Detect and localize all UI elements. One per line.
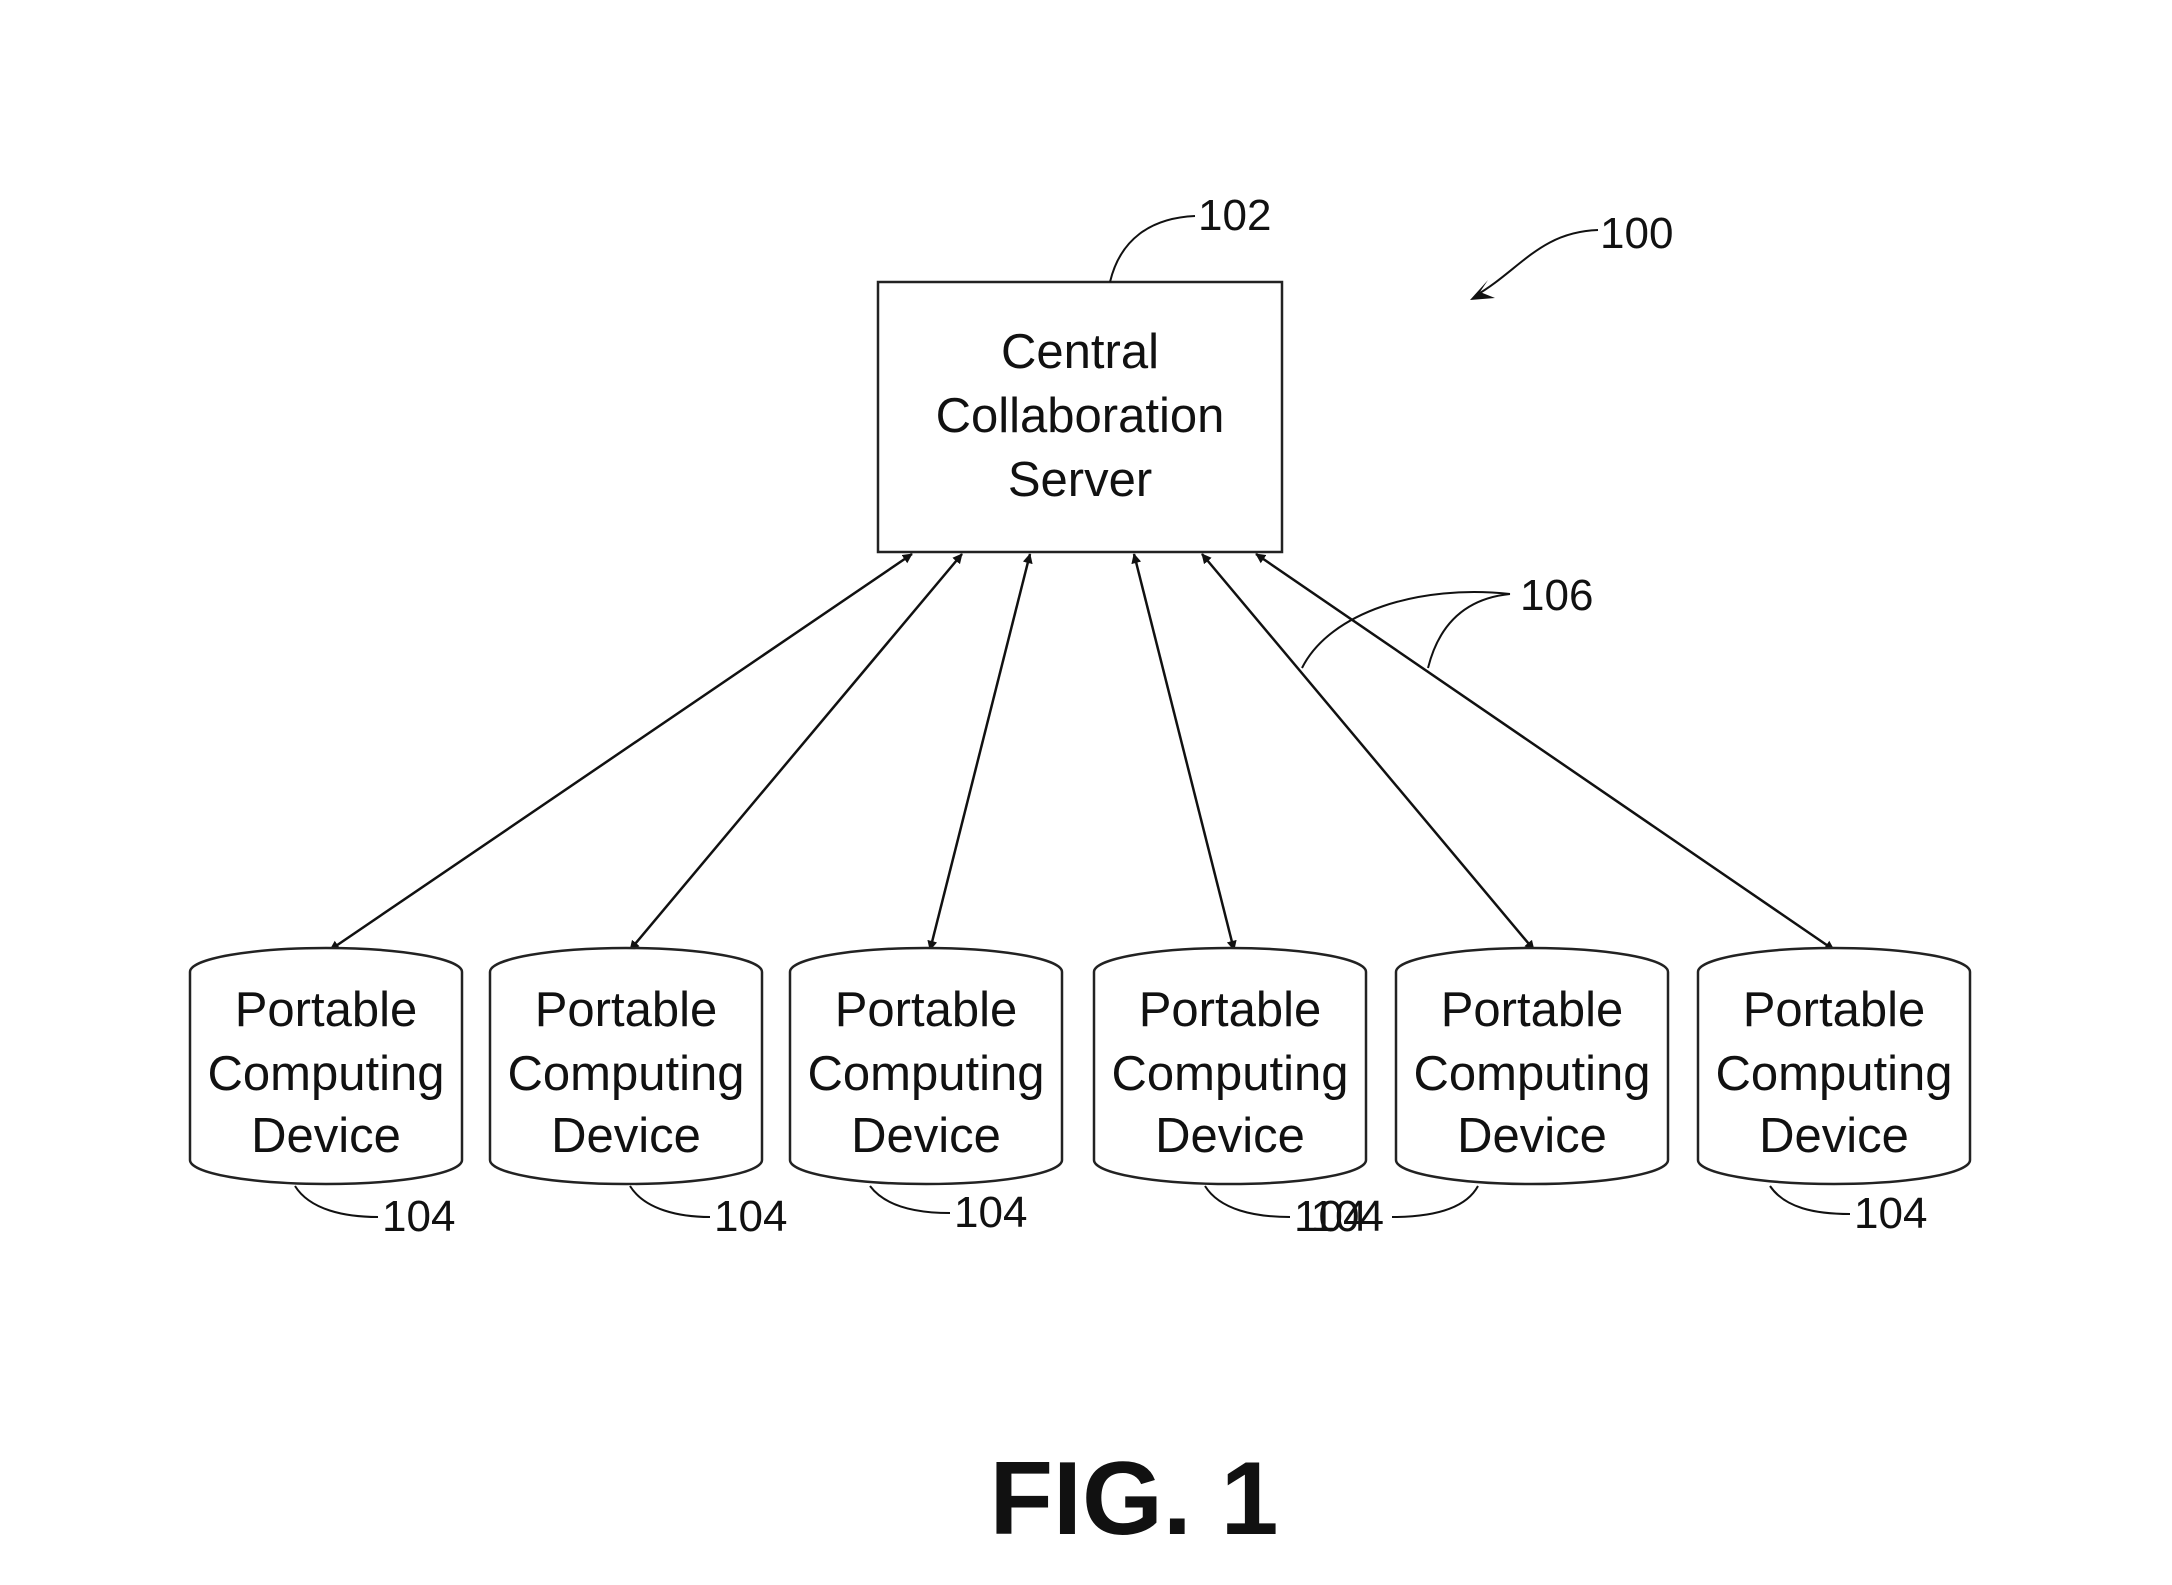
- connection-ref-leader-2: [1428, 594, 1510, 668]
- device-label-line-2: Computing: [508, 1047, 745, 1101]
- device-6: Portable Computing Device 104: [1698, 948, 1970, 1238]
- system-ref-number: 100: [1600, 209, 1673, 258]
- device-label-line-3: Device: [1759, 1109, 1909, 1163]
- connection-line-1: [330, 554, 912, 950]
- connections: [330, 554, 1834, 950]
- device-label-line-1: Portable: [835, 983, 1018, 1037]
- device-ref-leader: [870, 1186, 950, 1213]
- figure-caption: FIG. 1: [990, 1441, 1279, 1557]
- device-ref-number: 104: [1854, 1189, 1927, 1238]
- system-ref-arrowhead: [1470, 280, 1495, 300]
- connection-line-5: [1202, 554, 1534, 950]
- device-ref-number: 104: [714, 1192, 787, 1241]
- device-label-line-3: Device: [251, 1109, 401, 1163]
- device-label-line-1: Portable: [1441, 983, 1624, 1037]
- server-ref-leader: [1110, 216, 1195, 282]
- system-ref-leader: [1475, 230, 1598, 296]
- device-label-line-2: Computing: [1112, 1047, 1349, 1101]
- device-2: Portable Computing Device 104: [490, 948, 787, 1241]
- device-ref-number: 104: [1311, 1192, 1384, 1241]
- server-ref-number: 102: [1198, 191, 1271, 240]
- server-label-line-3: Server: [1008, 453, 1152, 507]
- device-label-line-3: Device: [1457, 1109, 1607, 1163]
- device-ref-number: 104: [382, 1192, 455, 1241]
- device-label-line-1: Portable: [235, 983, 418, 1037]
- device-1: Portable Computing Device 104: [190, 948, 462, 1241]
- connection-ref-number: 106: [1520, 571, 1593, 620]
- device-ref-leader: [295, 1186, 378, 1217]
- device-label-line-2: Computing: [1716, 1047, 1953, 1101]
- device-ref-leader: [1392, 1186, 1478, 1217]
- device-label-line-2: Computing: [808, 1047, 1045, 1101]
- connection-line-4: [1134, 554, 1234, 950]
- device-label-line-3: Device: [1155, 1109, 1305, 1163]
- device-ref-leader: [1205, 1186, 1290, 1217]
- device-3: Portable Computing Device 104: [790, 948, 1062, 1237]
- device-label-line-1: Portable: [1139, 983, 1322, 1037]
- device-ref-leader: [1770, 1186, 1850, 1214]
- device-ref-number: 104: [954, 1188, 1027, 1237]
- device-label-line-3: Device: [551, 1109, 701, 1163]
- server-label-line-1: Central: [1001, 325, 1159, 379]
- connection-line-2: [630, 554, 962, 950]
- device-label-line-2: Computing: [1414, 1047, 1651, 1101]
- central-collaboration-server: Central Collaboration Server: [878, 282, 1282, 552]
- device-label-line-2: Computing: [208, 1047, 445, 1101]
- server-label-line-2: Collaboration: [936, 389, 1225, 443]
- device-ref-leader: [630, 1186, 710, 1217]
- device-label-line-3: Device: [851, 1109, 1001, 1163]
- connection-line-3: [930, 554, 1030, 950]
- device-label-line-1: Portable: [535, 983, 718, 1037]
- device-label-line-1: Portable: [1743, 983, 1926, 1037]
